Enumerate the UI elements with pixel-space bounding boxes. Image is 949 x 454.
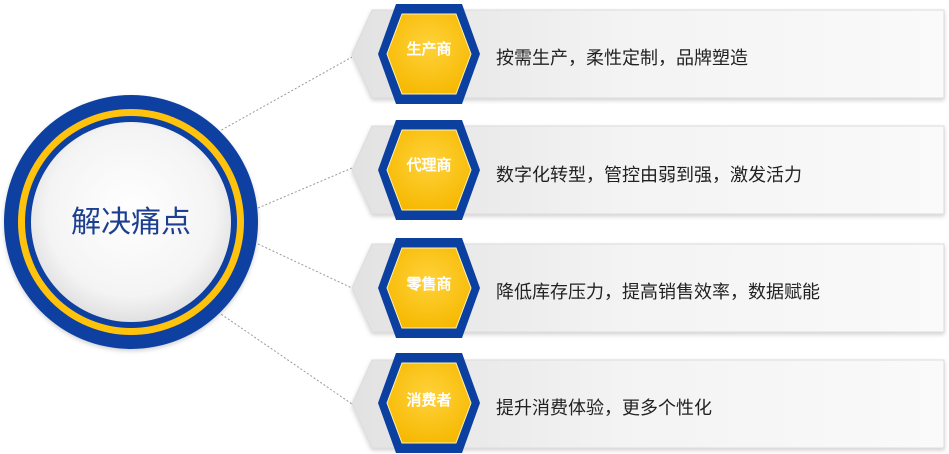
connector-line-4 <box>217 311 353 405</box>
role-label: 消费者 <box>406 391 451 409</box>
item-panel <box>351 125 945 215</box>
hub-face <box>31 122 231 322</box>
item-panel <box>351 243 945 333</box>
item-row-2: 代理商 数字化转型，管控由弱到强，激发活力 <box>351 120 945 220</box>
item-row-3: 零售商 降低库存压力，提高销售效率，数据赋能 <box>351 238 945 338</box>
item-description: 提升消费体验，更多个性化 <box>496 398 712 419</box>
item-panel <box>351 359 945 449</box>
connector-line-1 <box>217 56 353 133</box>
hexagon-badge-inner <box>386 13 472 95</box>
hexagon-badge-inner <box>386 362 472 444</box>
hub: 解决痛点 <box>4 95 258 349</box>
connector-line-3 <box>257 243 353 289</box>
item-row-1: 生产商 按需生产，柔性定制，品牌塑造 <box>351 4 945 104</box>
item-row-4: 消费者 提升消费体验，更多个性化 <box>351 353 945 453</box>
item-description: 按需生产，柔性定制，品牌塑造 <box>496 48 748 69</box>
hexagon-badge-inner <box>386 247 472 329</box>
role-label: 生产商 <box>406 40 451 58</box>
hexagon-badge-inner <box>386 129 472 211</box>
connector-line-2 <box>257 167 353 209</box>
connectors <box>217 56 353 405</box>
role-label: 零售商 <box>405 275 451 293</box>
item-description: 降低库存压力，提高销售效率，数据赋能 <box>496 282 820 303</box>
hub-title: 解决痛点 <box>71 205 191 240</box>
role-label: 代理商 <box>405 156 451 174</box>
item-panel <box>351 9 945 99</box>
item-description: 数字化转型，管控由弱到强，激发活力 <box>496 165 802 186</box>
